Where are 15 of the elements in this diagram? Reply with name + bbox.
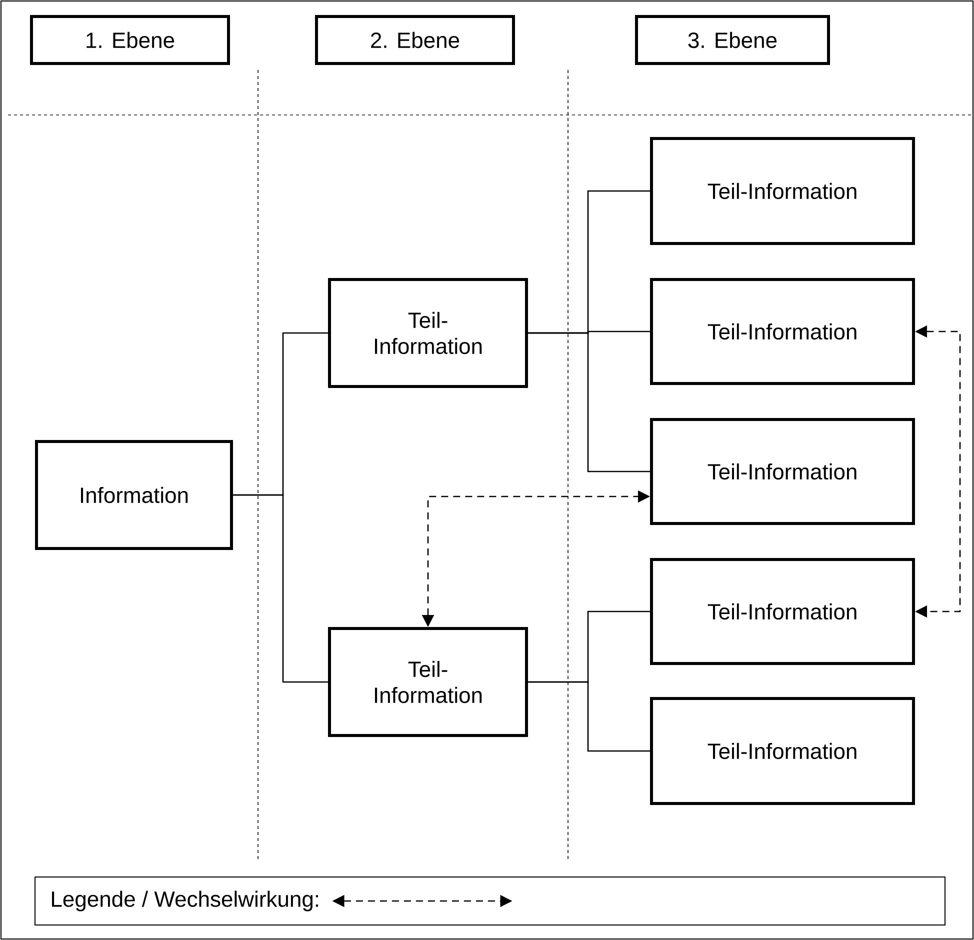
process-box: Teil-Information: [328, 278, 528, 388]
process-box: Teil-Information: [650, 278, 915, 385]
level-header: 3. Ebene: [635, 15, 830, 65]
process-box: Teil-Information: [328, 627, 528, 737]
process-box: Teil-Information: [650, 418, 915, 525]
information-box: Information: [35, 440, 233, 550]
connector: [528, 681, 650, 752]
process-box: Teil-Information: [650, 558, 915, 665]
connector: [233, 494, 328, 683]
level-header: 1. Ebene: [30, 15, 230, 65]
connector: [528, 332, 650, 472]
process-box: Teil-Information: [650, 697, 915, 805]
level-header: 2. Ebene: [315, 15, 515, 65]
process-box: Teil-Information: [650, 137, 915, 245]
legend-text: Legende / Wechselwirkung:: [52, 890, 318, 912]
